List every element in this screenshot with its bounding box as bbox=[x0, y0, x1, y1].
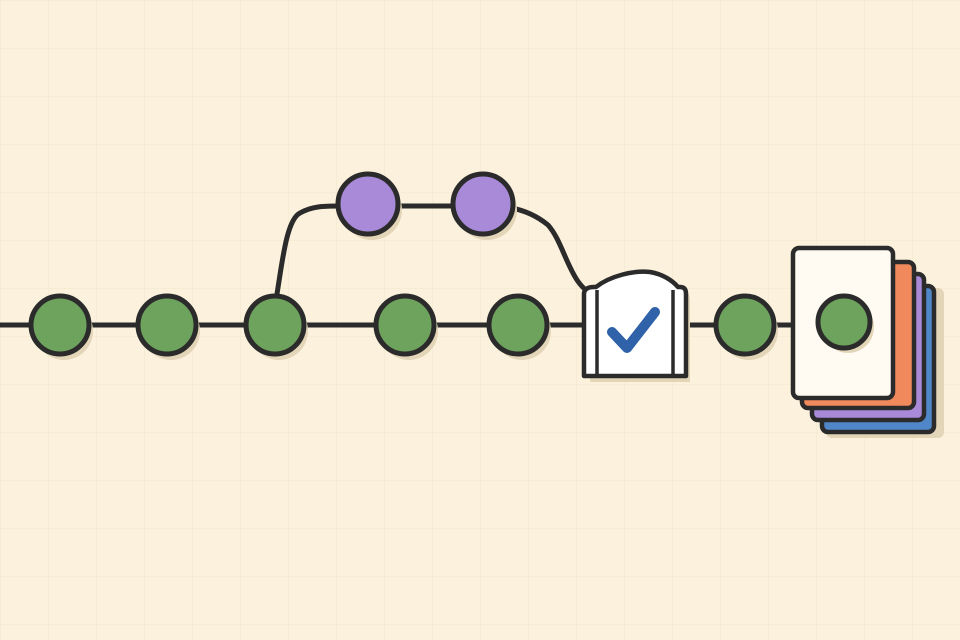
commit-node bbox=[28, 293, 93, 360]
release-stack-icon bbox=[790, 245, 944, 438]
feature-branch-commits bbox=[335, 171, 517, 240]
post-merge-commit-node bbox=[713, 293, 778, 360]
gate-icon bbox=[581, 269, 689, 379]
branch-point-commit-node bbox=[243, 293, 308, 360]
commit-node bbox=[373, 293, 438, 360]
merge-gate-icon bbox=[581, 269, 690, 382]
main-branch-commits bbox=[28, 293, 778, 360]
release-commit-node bbox=[815, 293, 874, 353]
commit-node bbox=[135, 293, 200, 360]
feature-commit-node bbox=[335, 171, 402, 240]
checkmark-icon bbox=[607, 307, 660, 353]
feature-commit-node bbox=[450, 171, 517, 240]
commit-node bbox=[486, 293, 551, 360]
